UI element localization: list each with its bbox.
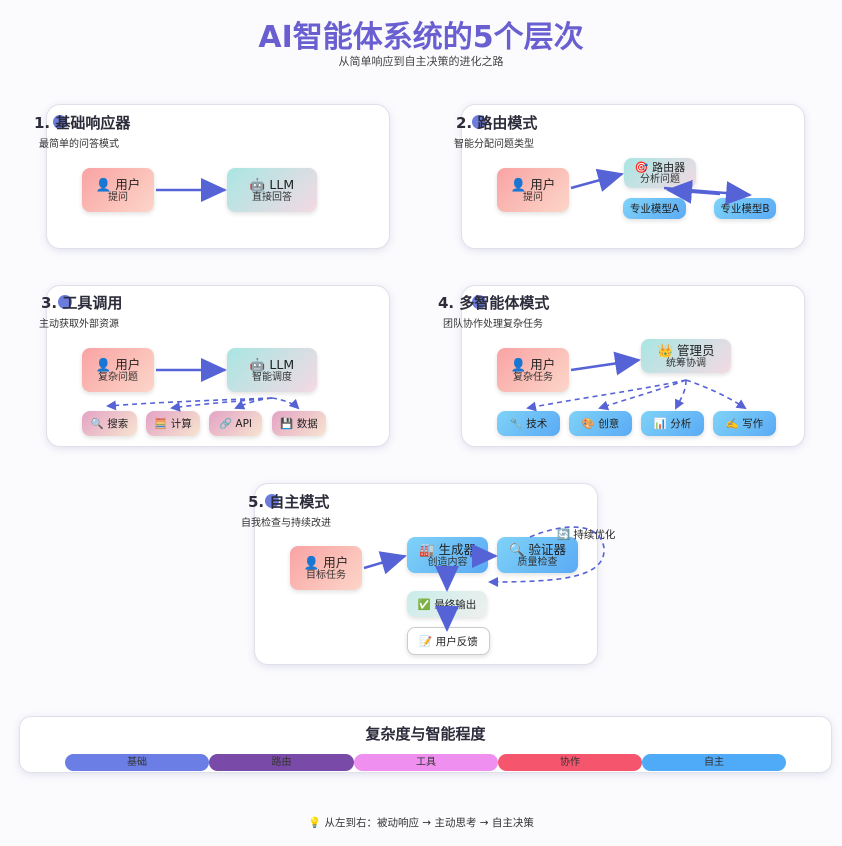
level-1-marker-icon — [53, 115, 67, 129]
level-2-title: 2. 路由模式 — [456, 114, 538, 132]
agent-writing-node: ✍️ 写作 — [713, 411, 776, 436]
node-sublabel: 目标任务 — [306, 569, 346, 581]
node-label: 🔧 技术 — [509, 418, 548, 430]
complexity-panel: 复杂度与智能程度 基础 路由 工具 协作 自主 — [19, 716, 832, 773]
level-1-subtitle: 最简单的问答模式 — [39, 139, 119, 150]
level-1-llm-node: 🤖 LLM 直接回答 — [227, 168, 317, 212]
node-label: 📊 分析 — [653, 418, 692, 430]
segment-routing: 路由 — [209, 754, 354, 771]
node-label: 🏭 生成器 — [418, 541, 477, 557]
node-sublabel: 直接回答 — [252, 191, 292, 203]
node-label: ✍️ 写作 — [725, 418, 764, 430]
complexity-title: 复杂度与智能程度 — [365, 725, 486, 743]
node-label: 👤 用户 — [510, 176, 556, 192]
segment-basic: 基础 — [65, 754, 209, 771]
level-4-manager-node: 👑 管理员 统筹协调 — [641, 339, 731, 373]
level-3-subtitle: 主动获取外部资源 — [39, 319, 119, 330]
node-sublabel: 创造内容 — [427, 556, 468, 568]
level-1-user-node: 👤 用户 提问 — [82, 168, 154, 212]
level-5-feedback-node: 📝 用户反馈 — [407, 627, 490, 655]
footer-note: 💡 从左到右：被动响应 → 主动思考 → 自主决策 — [308, 817, 534, 829]
node-label: 🔍 搜索 — [90, 418, 129, 430]
level-4-user-node: 👤 用户 复杂任务 — [497, 348, 569, 392]
level-5-subtitle: 自我检查与持续改进 — [241, 518, 331, 529]
node-label: 🤖 LLM — [249, 356, 295, 372]
node-label: 🤖 LLM — [249, 176, 295, 192]
loop-label: 🔄 持续优化 — [557, 529, 616, 541]
node-label: 🔍 验证器 — [508, 541, 567, 557]
level-3-llm-node: 🤖 LLM 智能调度 — [227, 348, 317, 392]
level-3-marker-icon — [58, 295, 72, 309]
tool-search-node: 🔍 搜索 — [82, 411, 137, 436]
node-sublabel: 分析问题 — [640, 173, 680, 185]
segment-autonomous: 自主 — [642, 754, 786, 771]
level-3-user-node: 👤 用户 复杂问题 — [82, 348, 154, 392]
node-sublabel: 提问 — [108, 191, 128, 203]
level-4-subtitle: 团队协作处理复杂任务 — [443, 319, 543, 330]
level-5-marker-icon — [265, 494, 279, 508]
page-subtitle: 从简单响应到自主决策的进化之路 — [338, 55, 504, 68]
node-label: 专业模型B — [720, 203, 770, 215]
level-4-marker-icon — [472, 295, 486, 309]
level-5-final-output-node: ✅ 最终输出 — [407, 591, 487, 617]
node-sublabel: 统筹协调 — [666, 357, 706, 369]
node-label: 👤 用户 — [510, 356, 556, 372]
level-2-subtitle: 智能分配问题类型 — [454, 139, 534, 150]
node-label: 🎨 创意 — [581, 418, 620, 430]
agent-creative-node: 🎨 创意 — [569, 411, 632, 436]
node-sublabel: 质量检查 — [517, 556, 558, 568]
level-4-title: 4. 多智能体模式 — [438, 294, 550, 312]
level-5-user-node: 👤 用户 目标任务 — [290, 546, 362, 590]
level-2-model-b-node: 专业模型B — [714, 198, 776, 219]
agent-analysis-node: 📊 分析 — [641, 411, 704, 436]
tool-calc-node: 🧮 计算 — [146, 411, 200, 436]
level-3-title: 3. 工具调用 — [41, 294, 123, 312]
level-2-model-a-node: 专业模型A — [623, 198, 686, 219]
node-sublabel: 提问 — [523, 191, 543, 203]
node-label: 🎯 路由器 — [634, 160, 686, 174]
node-label: 👤 用户 — [95, 356, 141, 372]
node-label: 💾 数据 — [280, 418, 318, 430]
level-5-generator-node: 🏭 生成器 创造内容 — [407, 537, 488, 573]
node-label: 👑 管理员 — [657, 342, 715, 358]
level-2-user-node: 👤 用户 提问 — [497, 168, 569, 212]
node-label: 🔗 API — [218, 418, 253, 430]
node-sublabel: 复杂任务 — [513, 371, 553, 383]
level-5-validator-node: 🔍 验证器 质量检查 — [497, 537, 578, 573]
segment-collab: 协作 — [498, 754, 642, 771]
node-label: ✅ 最终输出 — [417, 598, 477, 611]
tool-data-node: 💾 数据 — [272, 411, 326, 436]
level-2-marker-icon — [472, 115, 486, 129]
node-label: 🧮 计算 — [154, 418, 192, 430]
node-label: 👤 用户 — [303, 554, 349, 570]
agent-tech-node: 🔧 技术 — [497, 411, 560, 436]
tool-api-node: 🔗 API — [209, 411, 262, 436]
node-label: 👤 用户 — [95, 176, 141, 192]
level-1-title: 1. 基础响应器 — [34, 114, 131, 132]
node-sublabel: 复杂问题 — [98, 371, 138, 383]
page-title: AI智能体系统的5个层次 — [258, 20, 584, 55]
node-label: 📝 用户反馈 — [419, 635, 478, 648]
node-label: 专业模型A — [629, 203, 680, 215]
level-5-title: 5. 自主模式 — [248, 493, 330, 511]
segment-tools: 工具 — [354, 754, 498, 771]
level-2-router-node: 🎯 路由器 分析问题 — [624, 158, 696, 188]
node-sublabel: 智能调度 — [252, 371, 292, 383]
